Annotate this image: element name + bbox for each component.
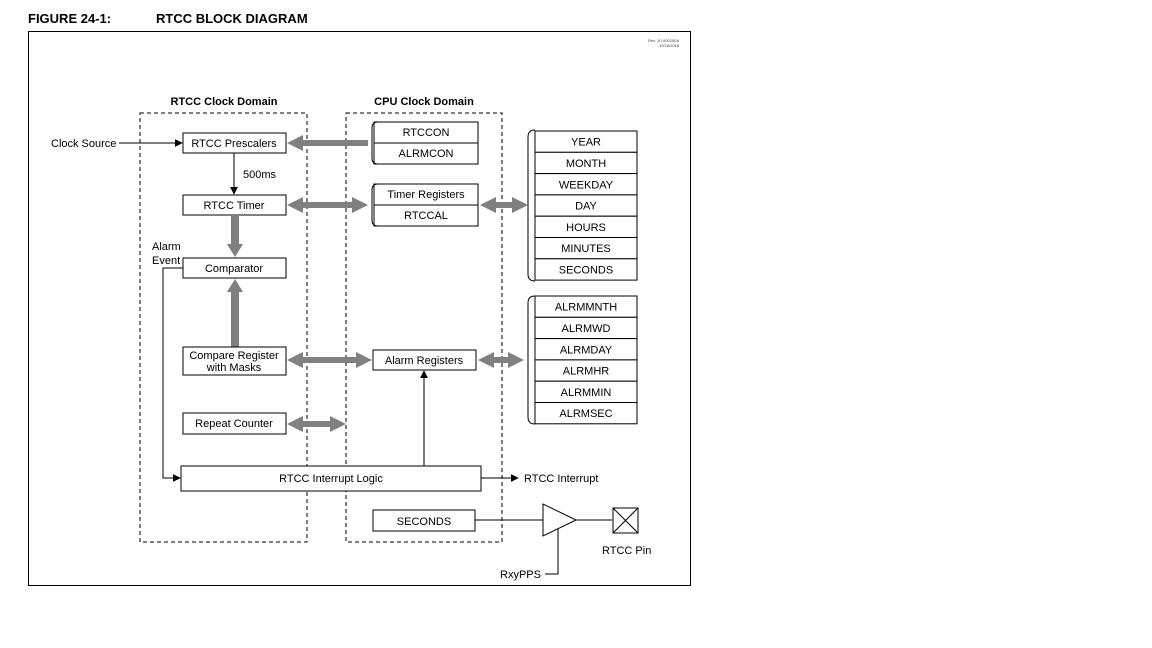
rtcc-domain-title: RTCC Clock Domain [171,96,278,108]
alrmcon-label: ALRMCON [398,148,453,160]
rtcc-timer-block: RTCC Timer [182,194,287,216]
event-label: Event [152,255,180,267]
output-buffer-icon [542,503,578,537]
alarm-event-line [162,267,183,482]
rtccon-label: RTCCON [403,127,450,139]
time-list-bracket [527,129,536,282]
alarm-registers-block: Alarm Registers [372,349,477,371]
figure-title: RTCC BLOCK DIAGRAM [156,11,308,26]
timer-registers-label: Timer Registers [387,189,465,201]
rtccon-alrmcon-group: RTCCON ALRMCON [371,121,479,165]
compare-register-block: Compare Register with Masks [182,346,287,376]
alarm-registers-label: Alarm Registers [385,355,464,367]
compare-register-label-1: Compare Register [189,350,279,362]
bus-arrow-alarm-to-alarm-list [478,352,524,368]
time-register-label: HOURS [566,222,606,234]
compare-register-label-2: with Masks [206,362,262,374]
rtcc-timer-label: RTCC Timer [204,200,265,212]
bus-arrow-con-to-prescalers [287,135,368,151]
rtcc-pin-icon [612,507,639,534]
rtcc-prescalers-label: RTCC Prescalers [191,138,277,150]
alarm-list-bracket [527,295,536,425]
rxypps-line [545,529,559,575]
seconds-output-block: SECONDS [372,509,476,532]
bus-arrows [227,135,528,432]
rtcc-interrupt-logic-block: RTCC Interrupt Logic [180,465,482,492]
rtcc-prescalers-block: RTCC Prescalers [182,132,287,154]
alarm-register-list: ALRMMNTH ALRMWD ALRMDAY ALRMHR ALRMMIN ALRMSE… [534,295,638,425]
time-register-label: DAY [575,201,597,213]
diagram-frame [28,31,691,586]
alarm-register-cell [534,402,638,425]
seconds-output-label: SECONDS [397,516,451,528]
bus-arrow-repeat-counter [287,416,346,432]
bus-arrow-timer-registers [287,197,368,213]
rxypps-label: RxyPPS [500,569,541,581]
time-register-list: YEAR MONTH WEEKDAY DAY HOURS MINUTES SECONDS [534,130,638,281]
rtcc-clock-domain-region [139,112,308,543]
cpu-clock-domain-region [345,112,503,543]
signal-lines [119,139,612,575]
time-register-label: MINUTES [561,243,611,255]
timer-registers-group: Timer Registers RTCCAL [371,183,479,227]
repeat-counter-block: Repeat Counter [182,412,287,435]
time-register-cell [534,258,638,281]
revision-note: Rev. 10-000200A 10/18/2016 [648,38,679,48]
bus-arrow-timer-to-comparator [227,216,243,257]
time-register-label: SECONDS [559,264,613,276]
alarm-register-label: ALRMHR [563,366,610,378]
time-register-label: MONTH [566,158,606,170]
alarm-register-label: ALRMDAY [560,344,613,356]
comparator-block: Comparator [182,257,287,279]
rtcc-interrupt-logic-label: RTCC Interrupt Logic [279,473,383,485]
bus-arrow-compare-to-comparator [227,279,243,347]
bus-arrow-compare-to-alarm [287,352,372,368]
rtcc-interrupt-label: RTCC Interrupt [524,473,598,485]
cpu-domain-title: CPU Clock Domain [374,96,474,108]
clock-source-label: Clock Source [51,138,116,150]
time-register-label: YEAR [571,137,601,149]
alarm-register-label: ALRMMNTH [555,302,617,314]
rtcc-pin-label: RTCC Pin [602,545,651,557]
time-register-label: WEEKDAY [559,179,614,191]
comparator-label: Comparator [205,263,263,275]
bus-arrow-registers-to-time-list [480,197,528,213]
rtccal-label: RTCCAL [404,210,448,222]
figure-label: FIGURE 24-1: [28,11,112,26]
alarm-register-label: ALRMSEC [559,408,612,420]
alarm-label: Alarm [152,241,181,253]
500ms-label: 500ms [243,169,277,181]
alarm-register-label: ALRMMIN [561,387,612,399]
repeat-counter-label: Repeat Counter [195,418,273,430]
alarm-register-label: ALRMWD [562,323,611,335]
